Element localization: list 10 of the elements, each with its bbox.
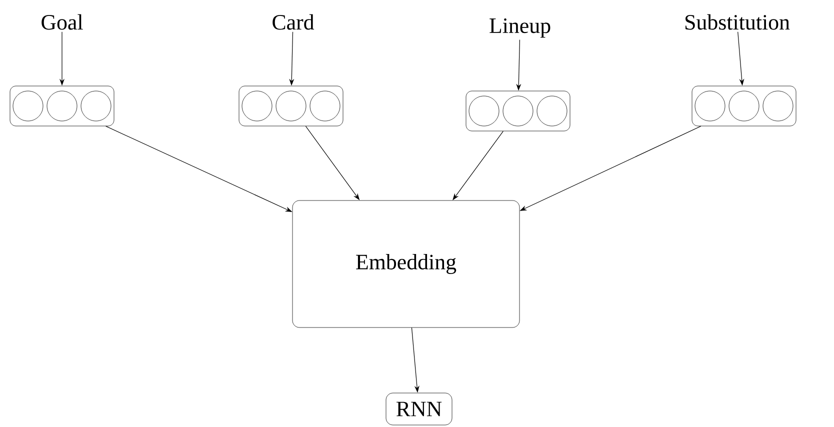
embedding-box: Embedding	[292, 200, 520, 328]
input-label: Lineup	[490, 18, 550, 38]
input-label: Goal	[42, 14, 83, 30]
vector-drawing	[10, 86, 114, 126]
input-label: Card	[272, 14, 314, 30]
output-box: RNN	[386, 392, 452, 426]
vector-drawing	[238, 86, 344, 126]
input-label: Substitution	[686, 14, 790, 30]
vector-drawing	[692, 86, 796, 126]
vector-drawing	[466, 90, 570, 132]
